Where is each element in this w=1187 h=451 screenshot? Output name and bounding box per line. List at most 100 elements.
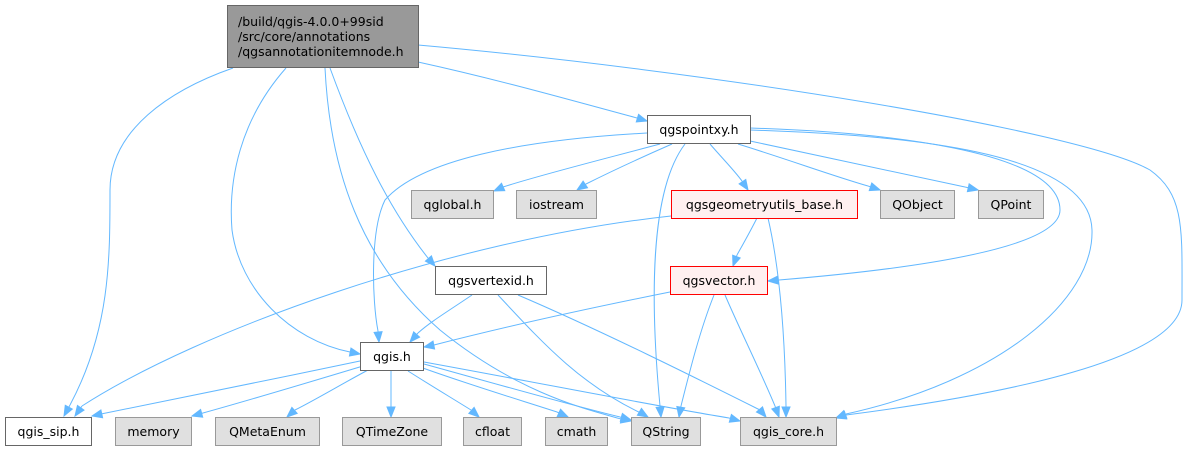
edge-qgsgeometryutils_base-to-qgis_core	[767, 217, 787, 407]
edge-connector	[867, 185, 871, 188]
arrowhead-icon	[655, 406, 665, 419]
edge-qgis-to-qgis_sip	[100, 360, 361, 415]
arrowhead-icon	[575, 180, 589, 191]
arrowhead-icon	[63, 404, 74, 418]
edge-root-to-qgspointxy	[417, 61, 638, 119]
node-cmath[interactable]: cmath	[545, 417, 608, 446]
edge-qgis-to-QString	[423, 363, 621, 418]
arrowhead-icon	[732, 254, 742, 268]
node-label: QTimeZone	[355, 424, 429, 439]
node-label: QObject	[892, 197, 943, 212]
node-qgsvertexid[interactable]: qgsvertexid.h	[435, 266, 547, 295]
node-label: qgis_core.h	[752, 424, 825, 439]
edge-qgspointxy-to-QObject	[737, 143, 869, 187]
edge-qgsvertexid-to-qgis	[417, 294, 473, 334]
edge-qgsvector-to-qgis_core	[724, 294, 776, 407]
edge-qgsvector-to-qgis	[433, 291, 671, 346]
node-qgis-sip[interactable]: qgis_sip.h	[5, 417, 92, 446]
edge-qgsgeometryutils_base-to-qgsvector	[736, 217, 758, 256]
edge-connector	[416, 332, 419, 335]
arrowhead-icon	[619, 412, 633, 422]
arrowhead-icon	[636, 407, 650, 418]
edge-qgspointxy-to-qglobal	[502, 143, 661, 188]
edge-connector	[735, 254, 738, 257]
arrowhead-icon	[373, 331, 383, 344]
node-label: qglobal.h	[423, 197, 482, 212]
node-qgspointxy[interactable]: qgspointxy.h	[647, 115, 751, 144]
edge-qgspointxy-to-qgsgeometryutils_base	[709, 143, 743, 182]
edge-connector	[774, 405, 777, 408]
node-label-line-1: /build/qgis-4.0.0+99sid	[238, 14, 384, 29]
edge-connector	[556, 411, 560, 414]
arrowhead-icon	[74, 404, 85, 418]
arrowhead-icon	[635, 113, 649, 123]
arrowhead-icon	[766, 275, 779, 285]
edge-root-to-qgsvertexid	[329, 67, 429, 259]
edge-connector	[639, 411, 644, 415]
node-label: qgsvector.h	[682, 273, 756, 288]
node-qgis-core[interactable]: qgis_core.h	[740, 417, 837, 446]
node-qmetaenum[interactable]: QMetaEnum	[215, 417, 320, 446]
arrowhead-icon	[190, 408, 204, 418]
edge-connector	[759, 409, 761, 411]
edge-root-to-qgis_sip	[69, 67, 234, 406]
node-qobject[interactable]: QObject	[880, 190, 955, 219]
arrowhead-icon	[467, 406, 481, 418]
edge-qgspointxy-to-QString	[653, 143, 686, 407]
arrowhead-icon	[781, 406, 791, 419]
arrowhead-icon	[728, 413, 742, 423]
arrowhead-icon	[422, 340, 436, 350]
node-qstring[interactable]: QString	[631, 417, 701, 446]
arrowhead-icon	[285, 406, 299, 418]
arrowhead-icon	[556, 408, 570, 418]
edge-qgsvector-to-QString	[680, 294, 715, 407]
node-label-line-3: /qgsannotationitemnode.h	[238, 44, 404, 59]
node-label: memory	[127, 424, 180, 439]
arrowhead-icon	[738, 178, 749, 192]
node-iostream[interactable]: iostream	[516, 190, 597, 219]
node-label: qgsgeometryutils_base.h	[685, 197, 844, 212]
node-qpoint[interactable]: QPoint	[978, 190, 1044, 219]
node-qgis[interactable]: qgis.h	[360, 342, 424, 371]
edge-qgspointxy-to-qgis_core	[749, 129, 1093, 415]
arrowhead-icon	[770, 405, 780, 419]
edge-connector	[68, 404, 71, 408]
arrowhead-icon	[386, 406, 396, 419]
node-qtimezone[interactable]: QTimeZone	[342, 417, 442, 446]
node-label: qgis_sip.h	[17, 424, 80, 439]
node-cfloat[interactable]: cfloat	[463, 417, 522, 446]
node-qglobal[interactable]: qglobal.h	[411, 190, 494, 219]
edge-qgis-to-cfloat	[407, 370, 472, 411]
node-label: qgsvertexid.h	[448, 273, 534, 288]
arrowhead-icon	[348, 347, 362, 357]
node-qgsannotationitemnode[interactable]: /build/qgis-4.0.0+99sid /src/core/annota…	[227, 5, 419, 68]
node-label: iostream	[529, 197, 584, 212]
edge-qgspointxy-to-iostream	[585, 143, 673, 185]
arrowhead-icon	[966, 183, 980, 193]
node-label: qgspointxy.h	[659, 122, 739, 137]
edge-qgis-to-QMetaEnum	[294, 369, 369, 411]
edge-qgspointxy-to-qgis	[373, 132, 648, 332]
node-label: QPoint	[990, 197, 1032, 212]
edge-qgis-to-qgis_core	[423, 361, 730, 419]
arrowhead-icon	[755, 405, 767, 419]
node-memory[interactable]: memory	[115, 417, 192, 446]
edge-qgspointxy-to-QPoint	[749, 140, 966, 188]
arrowhead-icon	[676, 405, 686, 419]
arrowhead-icon	[868, 182, 882, 192]
edge-qgis-to-memory	[202, 365, 364, 414]
node-label: cfloat	[475, 424, 510, 439]
edge-qgspointxy-to-qgsvector	[749, 127, 1061, 281]
node-qgsgeometryutils-base[interactable]: qgsgeometryutils_base.h	[671, 190, 858, 219]
node-qgsvector[interactable]: qgsvector.h	[670, 266, 768, 295]
edge-root-to-qgis	[230, 67, 351, 353]
edge-root-to-qgis_core	[417, 44, 1183, 416]
edge-connector	[964, 186, 969, 189]
node-label-line-2: /src/core/annotations	[238, 29, 371, 44]
edge-qgsvertexid-to-QString	[497, 294, 644, 415]
edge-qgsvertexid-to-qgis_core	[517, 294, 761, 411]
node-label: cmath	[556, 424, 597, 439]
arrowhead-icon	[834, 409, 848, 419]
edge-connector	[80, 405, 83, 409]
